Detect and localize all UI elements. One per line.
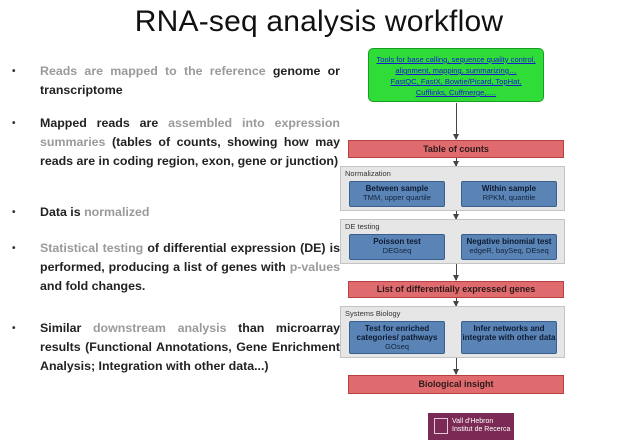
logo-line2: Institut de Recerca xyxy=(452,426,511,433)
bullet-dot-icon: • xyxy=(12,207,16,218)
bullet-dot-icon: • xyxy=(12,323,16,334)
arrow-down-icon xyxy=(453,264,459,281)
arrow-down-icon xyxy=(453,158,459,167)
bullet-dot-icon: • xyxy=(12,66,16,77)
within-sample-methods: RPKM, quantile xyxy=(482,193,536,202)
bullet-item-mapping: • Reads are mapped to the reference geno… xyxy=(12,62,341,100)
slide-title: RNA-seq analysis workflow xyxy=(134,5,504,38)
vall-dhebron-logo-icon xyxy=(434,418,448,434)
arrow-down-icon xyxy=(453,103,459,140)
bullet-dot-icon: • xyxy=(12,243,16,254)
bullet-text: Reads are mapped to the reference genome… xyxy=(40,64,341,97)
arrow-down-icon xyxy=(453,211,459,220)
tools-line: Tools for base calling, sequence quality… xyxy=(376,55,536,64)
normalization-label: Normalization xyxy=(345,169,391,178)
normalization-stage: Normalization Between sample TMM, upper … xyxy=(340,166,565,211)
between-sample-box: Between sample TMM, upper quartile xyxy=(349,181,445,207)
tools-line: FastQC, FastX, Bowtie/Picard, TopHat, xyxy=(390,77,522,86)
bullet-text: Similar downstream analysis than microar… xyxy=(40,321,340,373)
de-genes-list-box: List of differentially expressed genes xyxy=(348,281,564,298)
bullet-item-downstream: • Similar downstream analysis than micro… xyxy=(12,319,340,376)
biological-insight-box: Biological insight xyxy=(348,375,564,394)
arrow-down-icon xyxy=(453,298,459,307)
within-sample-title: Within sample xyxy=(481,184,537,193)
enriched-categories-title: Test for enriched categories/ pathways xyxy=(356,324,438,342)
arrow-down-icon xyxy=(453,358,459,375)
bullet-item-statistical-testing: • Statistical testing of differential ex… xyxy=(12,239,340,296)
between-sample-methods: TMM, upper quartile xyxy=(363,193,431,202)
tools-box: Tools for base calling, sequence quality… xyxy=(368,48,544,102)
bullet-text: Mapped reads are assembled into expressi… xyxy=(40,116,340,168)
tools-line: Cufflinks, Cuffmerge,…. xyxy=(415,88,497,97)
poisson-test-methods: DEGseq xyxy=(382,246,412,255)
bullet-text: Statistical testing of differential expr… xyxy=(40,241,340,293)
table-of-counts-box: Table of counts xyxy=(348,140,564,158)
poisson-test-title: Poisson test xyxy=(373,237,421,246)
negative-binomial-methods: edgeR, baySeq, DEseq xyxy=(469,246,549,255)
bullet-text: Data is normalized xyxy=(40,205,150,219)
between-sample-title: Between sample xyxy=(365,184,429,193)
institution-logo: Vall d'Hebron Institut de Recerca xyxy=(428,413,514,440)
enriched-categories-methods: GOseq xyxy=(384,342,410,351)
tools-line: alignment, mapping, summarizing… xyxy=(395,66,517,75)
systems-biology-label: Systems Biology xyxy=(345,309,401,318)
infer-networks-box: Infer networks and integrate with other … xyxy=(461,321,557,354)
bullet-dot-icon: • xyxy=(12,118,16,129)
enriched-categories-box: Test for enriched categories/ pathways G… xyxy=(349,321,445,354)
systems-biology-stage: Systems Biology Test for enriched catego… xyxy=(340,306,565,358)
workflow-diagram: Tools for base calling, sequence quality… xyxy=(340,48,565,420)
de-testing-label: DE testing xyxy=(345,222,380,231)
infer-networks-title: Infer networks and integrate with other … xyxy=(462,324,556,342)
within-sample-box: Within sample RPKM, quantile xyxy=(461,181,557,207)
negative-binomial-title: Negative binomial test xyxy=(466,237,552,246)
de-testing-stage: DE testing Poisson test DEGseq Negative … xyxy=(340,219,565,264)
bullet-item-summaries: • Mapped reads are assembled into expres… xyxy=(12,114,340,171)
bullet-item-normalized: • Data is normalized xyxy=(12,203,340,222)
logo-line1: Vall d'Hebron xyxy=(452,418,494,425)
poisson-test-box: Poisson test DEGseq xyxy=(349,234,445,260)
negative-binomial-box: Negative binomial test edgeR, baySeq, DE… xyxy=(461,234,557,260)
